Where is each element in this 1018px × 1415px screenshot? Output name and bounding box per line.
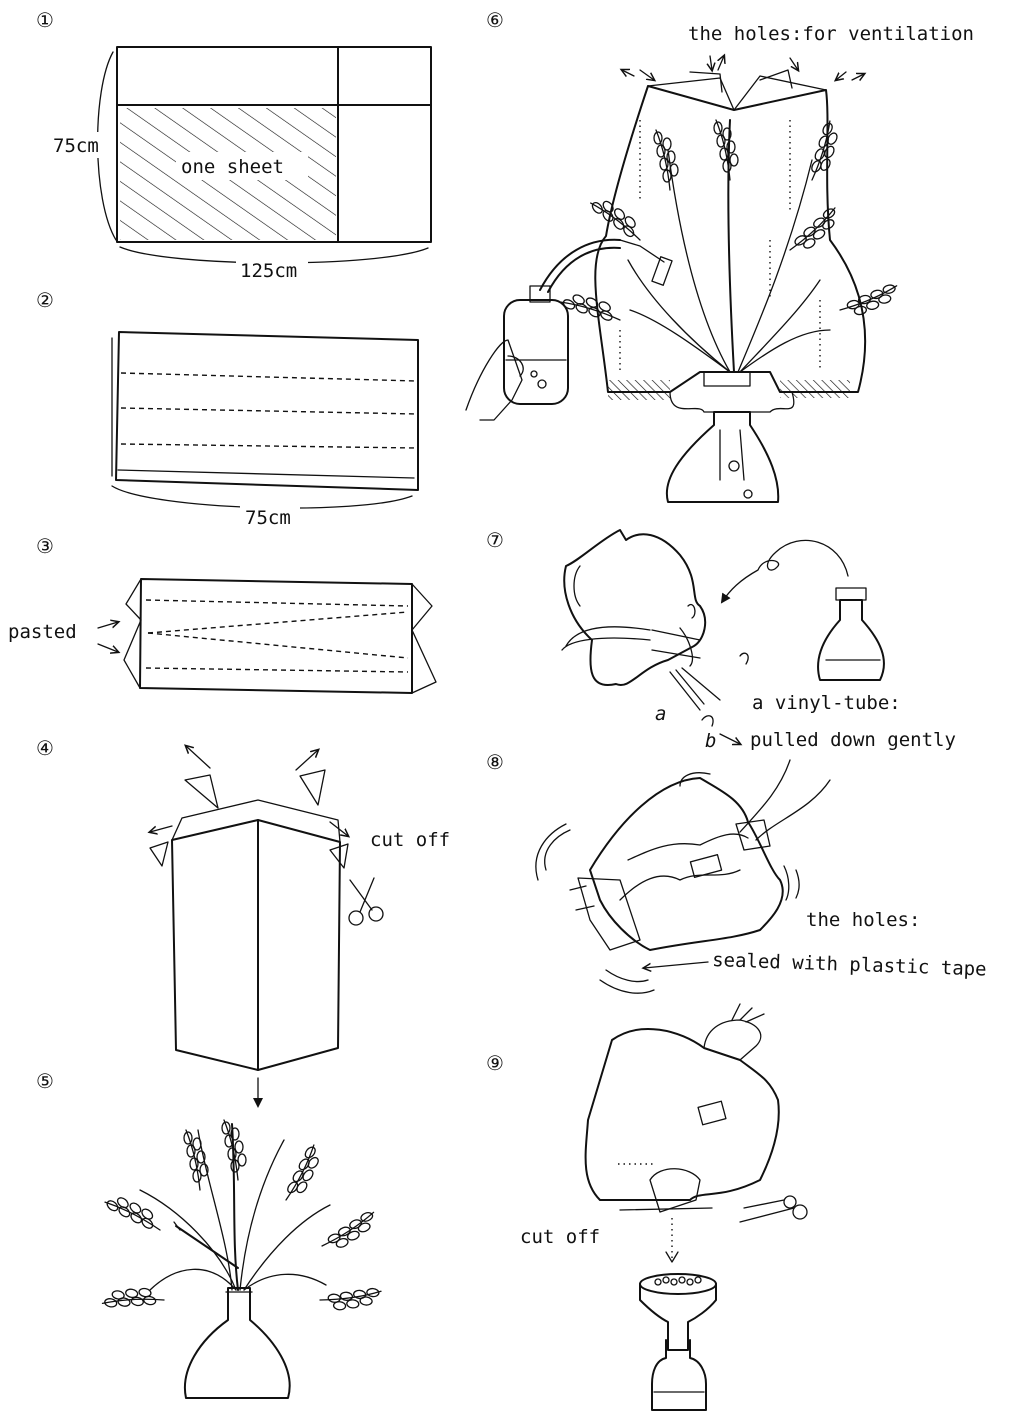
flask-icon <box>185 1288 290 1398</box>
hand-icon <box>736 760 830 850</box>
step-number: ⑦ <box>486 528 504 552</box>
scissors-icon <box>349 878 383 925</box>
flask-icon <box>667 412 778 502</box>
step-number: ⑧ <box>486 750 504 774</box>
step-5: ⑤ <box>36 1069 381 1398</box>
paper-bag <box>564 530 705 685</box>
scissors-icon <box>740 1196 807 1222</box>
mark-a: a <box>655 703 666 725</box>
paper-bag <box>586 1029 779 1200</box>
width-label: 125cm <box>240 260 297 282</box>
step-4: ④ cut off <box>36 736 450 1106</box>
step-3: ③ pasted <box>8 534 436 693</box>
step-number: ② <box>36 288 54 312</box>
step-7: ⑦ a b a vinyl-tube: pulled down gently <box>486 528 956 752</box>
step-9: ⑨ cut off <box>486 1004 807 1410</box>
step-number: ⑥ <box>486 8 504 32</box>
flask-icon <box>818 588 884 680</box>
cut-label: cut off <box>370 829 450 851</box>
rice-panicle-icon <box>102 1120 381 1316</box>
rice-panicle-icon <box>560 120 900 372</box>
step-6: ⑥ the holes:for ventilation <box>466 8 974 502</box>
paper-bag <box>172 820 340 1070</box>
pulled-label: pulled down gently <box>750 729 956 751</box>
step-number: ③ <box>36 534 54 558</box>
mark-b: b <box>705 730 716 752</box>
holes-label: the holes: <box>806 909 920 931</box>
step-number: ⑨ <box>486 1051 504 1075</box>
paper-bag <box>590 778 783 950</box>
pasted-label: pasted <box>8 621 77 643</box>
step-8: ⑧ the holes: sealed with plastic tape <box>486 750 987 993</box>
tube-label: a vinyl-tube: <box>752 692 901 714</box>
step-number: ① <box>36 8 54 32</box>
holes-label: the holes:for ventilation <box>688 23 974 45</box>
cut-label: cut off <box>520 1226 600 1248</box>
step-2: ② 75cm <box>36 288 418 530</box>
step-number: ④ <box>36 736 54 760</box>
funnel-icon <box>640 1274 716 1350</box>
width-label: 75cm <box>245 507 291 529</box>
height-label: 75cm <box>53 135 99 157</box>
step-1: ① one sheet 75cm 125cm <box>36 8 431 282</box>
area-label: one sheet <box>181 156 284 178</box>
bottle-icon <box>504 286 568 404</box>
hand-icon <box>466 340 523 420</box>
step-number: ⑤ <box>36 1069 54 1093</box>
sealed-label: sealed with plastic tape <box>712 949 987 981</box>
